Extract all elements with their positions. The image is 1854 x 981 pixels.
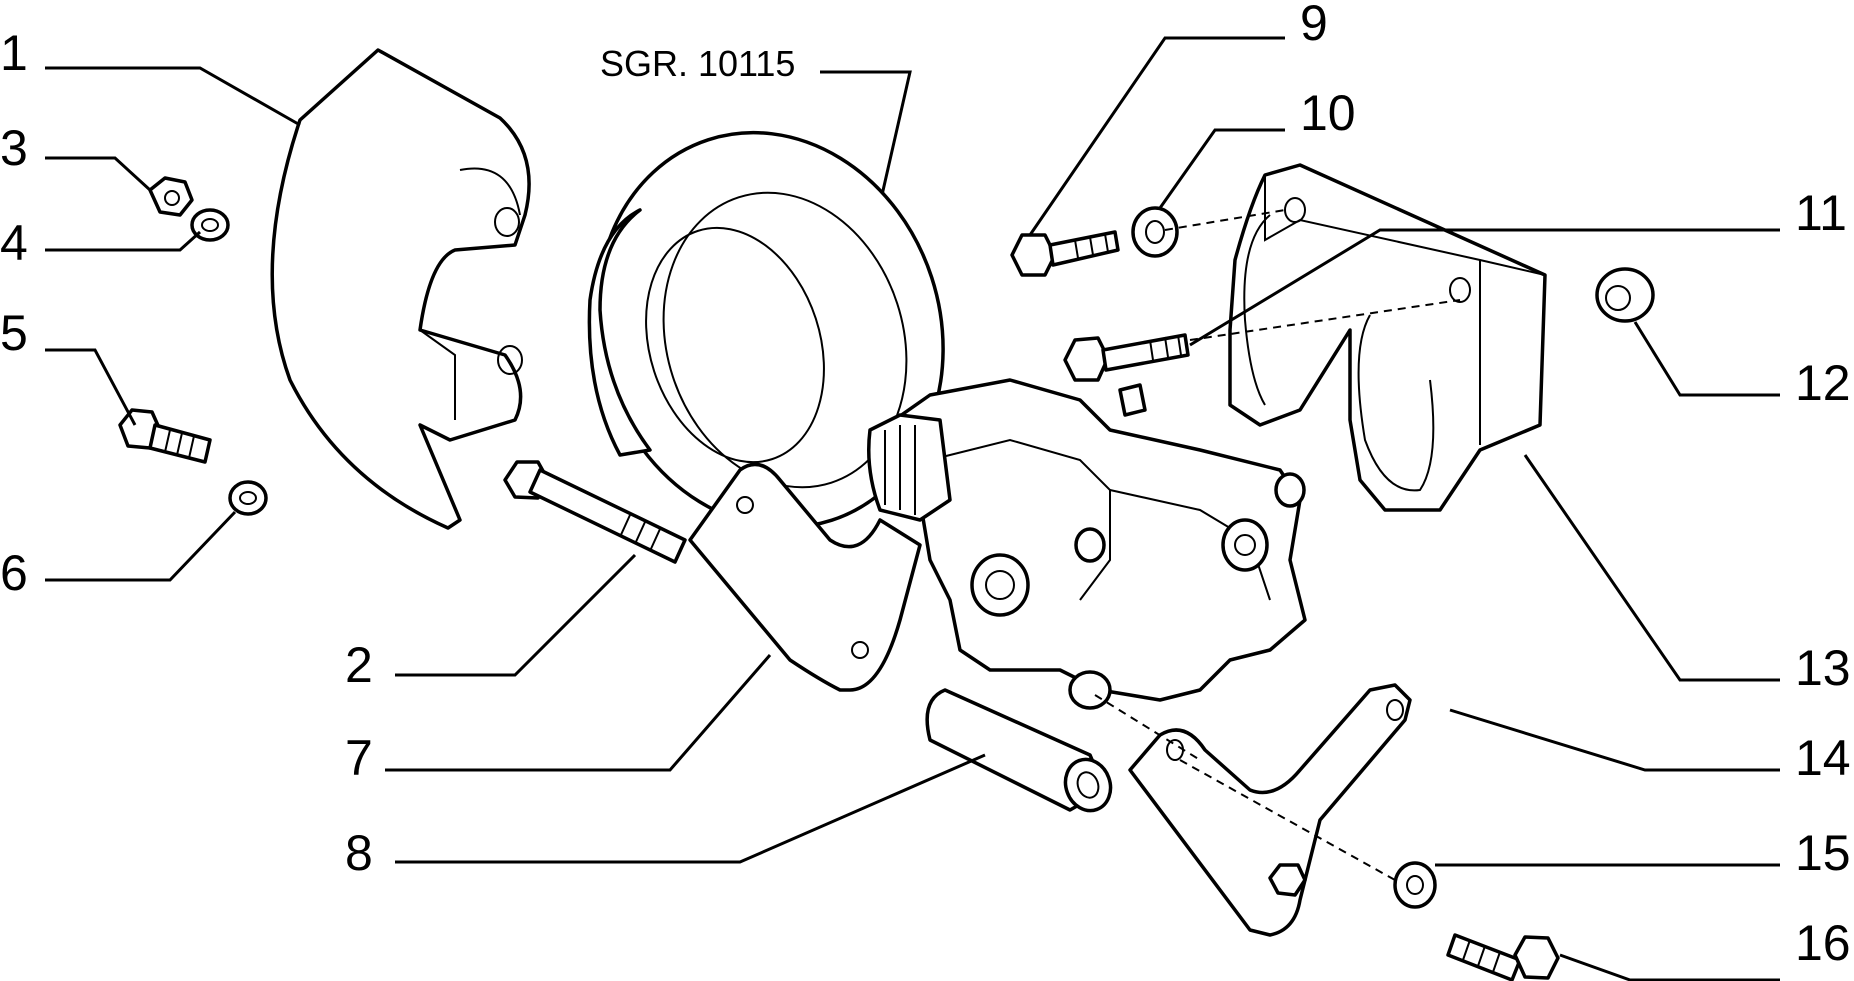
pulley <box>587 130 945 530</box>
callout-9: 9 <box>1300 0 1328 51</box>
part-1-shield <box>270 48 531 530</box>
callout-10: 10 <box>1300 85 1356 141</box>
alignment-line-a <box>1094 694 1201 761</box>
part-15-washer <box>1393 861 1437 909</box>
callout-4: 4 <box>0 215 28 271</box>
part-6-washer <box>228 480 268 516</box>
part-16-bolt <box>1446 933 1560 981</box>
alignment-line-c <box>1164 209 1286 231</box>
leader-lines <box>45 36 1780 981</box>
callout-8: 8 <box>345 825 373 881</box>
callout-6: 6 <box>0 545 28 601</box>
callout-13: 13 <box>1795 640 1851 696</box>
part-4-washer <box>190 208 230 242</box>
part-3-nut <box>148 176 194 217</box>
callout-7: 7 <box>345 730 373 786</box>
reference-leader <box>820 70 912 196</box>
part-8-spacer-tube <box>925 688 1113 813</box>
callout-11: 11 <box>1795 185 1847 241</box>
callout-1: 1 <box>0 25 28 81</box>
reference-label: SGR. 10115 <box>600 43 795 84</box>
callout-16: 16 <box>1795 915 1851 971</box>
callout-14: 14 <box>1795 730 1851 786</box>
part-2-long-bolt <box>503 460 687 564</box>
part-13-bracket <box>1228 163 1547 512</box>
callout-12: 12 <box>1795 355 1851 411</box>
callout-15: 15 <box>1795 825 1851 881</box>
part-9-bolt <box>1010 230 1120 277</box>
part-10-washer <box>1131 206 1179 258</box>
alignment-line-d <box>1189 299 1461 341</box>
pump-body <box>867 378 1307 710</box>
callout-5: 5 <box>0 305 28 361</box>
part-7-bracket <box>688 462 922 692</box>
part-5-bolt <box>118 408 212 464</box>
part-12-bushing <box>1595 267 1655 323</box>
callout-3: 3 <box>0 120 28 176</box>
callout-2: 2 <box>345 637 373 693</box>
part-11-bolt <box>1063 333 1190 382</box>
